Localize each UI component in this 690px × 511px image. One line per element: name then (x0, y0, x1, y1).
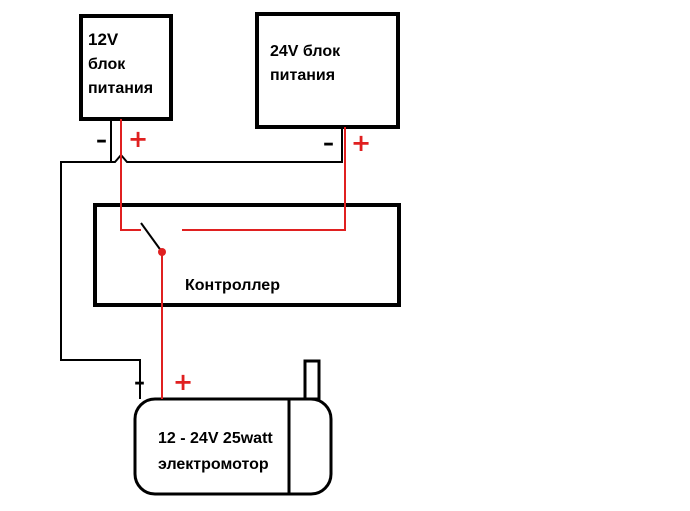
psu-12v-label-line2: блок (88, 56, 126, 73)
controller-box (93, 203, 401, 307)
motor-label-line2: электромотор (158, 456, 269, 473)
motor-shaft (303, 359, 321, 401)
psu-24v-minus-sign: – (323, 131, 334, 156)
positive-wire-12v (120, 119, 141, 231)
psu-24v-label-line1: 24V блок (270, 43, 341, 60)
psu-24v-plus-sign: + (351, 129, 372, 157)
psu-12v-label-line1: 12V (88, 30, 119, 49)
relay-switch-arm (140, 222, 163, 253)
motor-minus-sign: – (134, 370, 145, 395)
psu-12v-minus-sign: – (96, 128, 107, 153)
negative-wire-24v (111, 127, 343, 163)
psu-12v-label-line3: питания (88, 80, 154, 97)
negative-wire-12v (60, 119, 141, 399)
motor-label-line1: 12 - 24V 25watt (158, 430, 273, 447)
motor-body (133, 397, 333, 496)
psu-12v-plus-sign: + (128, 125, 149, 153)
positive-wire-24v (182, 127, 346, 231)
motor-plus-sign: + (173, 368, 194, 396)
controller-label: Контроллер (185, 277, 280, 294)
psu-24v-box (255, 12, 400, 129)
psu-24v-label-line2: питания (270, 67, 336, 84)
psu-12v-box (79, 14, 173, 121)
